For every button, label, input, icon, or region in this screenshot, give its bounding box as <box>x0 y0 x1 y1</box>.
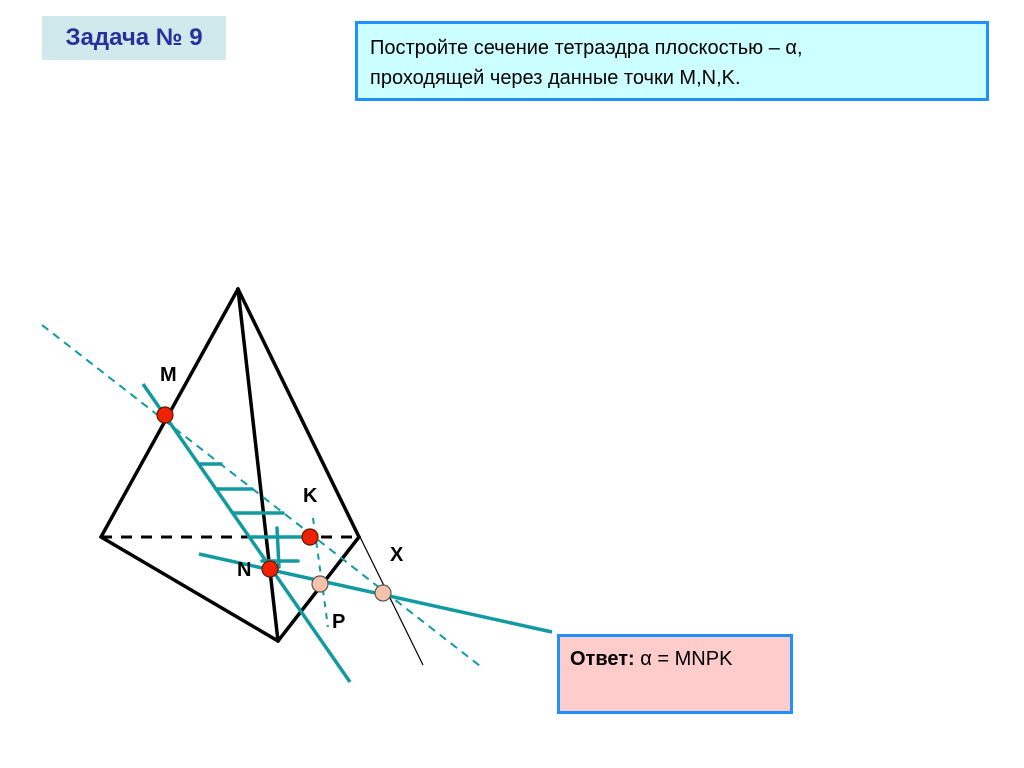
edge-extension-line <box>237 288 424 666</box>
auxiliary-line-mk <box>41 324 481 667</box>
label-x: X <box>390 544 404 566</box>
task-statement-box: Постройте сечение тетраэдра плоскостью –… <box>355 21 989 101</box>
section-hatching <box>197 462 308 569</box>
point-x <box>374 584 392 602</box>
answer-box: Ответ: α = MNPK <box>557 634 793 714</box>
hatch-line <box>275 526 281 569</box>
answer-label: Ответ: <box>570 648 635 670</box>
point-m <box>156 406 174 424</box>
point-p <box>311 575 329 593</box>
label-k: K <box>303 485 318 507</box>
task-number-badge: Задача № 9 <box>42 16 226 60</box>
edge-left-bottom <box>99 535 280 643</box>
task-statement-line-2: проходящей через данные точки M,N,K. <box>370 67 741 89</box>
edge-apex-bottom <box>236 287 280 643</box>
label-m: M <box>160 364 177 386</box>
point-k <box>301 528 319 546</box>
label-p: P <box>332 611 345 633</box>
point-n <box>261 560 279 578</box>
task-number-title: Задача № 9 <box>65 24 203 51</box>
task-statement-line-1: Постройте сечение тетраэдра плоскостью –… <box>370 37 803 59</box>
line-mn <box>141 383 352 683</box>
label-n: N <box>237 559 251 581</box>
answer-value: α = MNPK <box>640 648 733 670</box>
